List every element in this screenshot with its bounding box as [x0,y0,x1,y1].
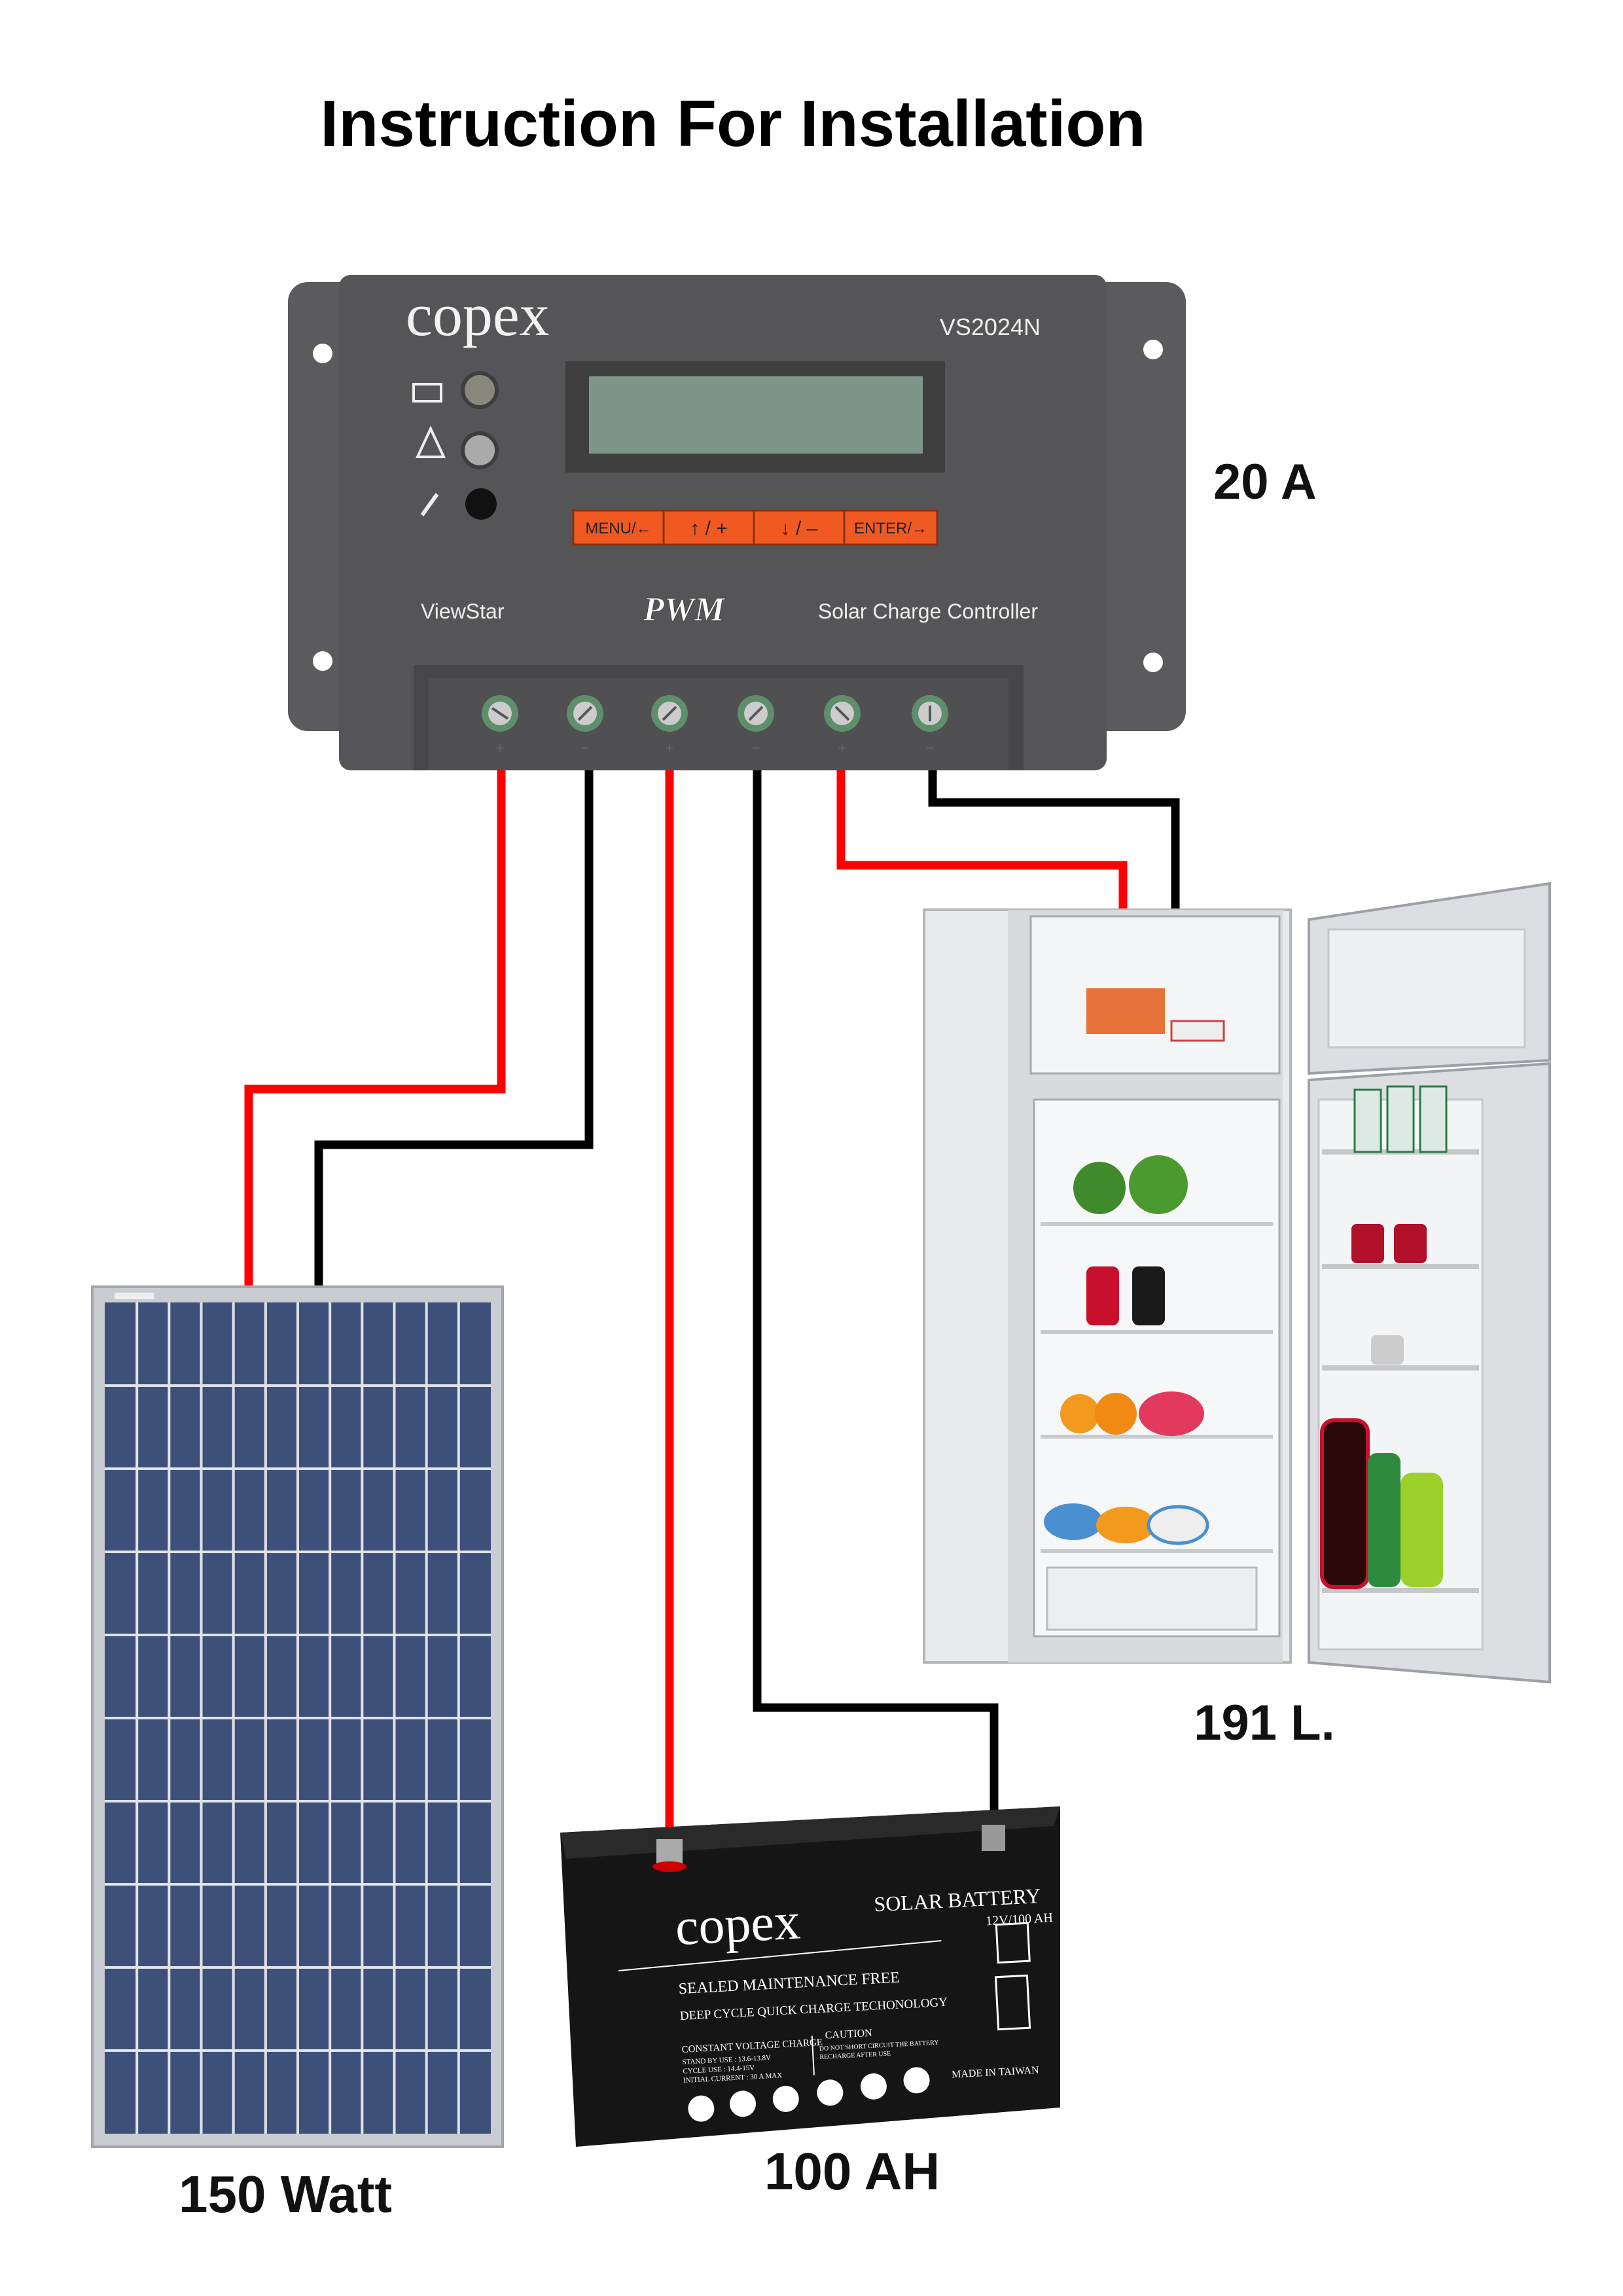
terminal-solar-positive [482,695,518,732]
battery-rating-label: 100 AH [764,2142,940,2200]
recycle-icon [995,1922,1031,1964]
wiring [244,766,1180,1839]
battery: copex SOLAR BATTERY 12V/100 AH SEALED MA… [560,1806,1060,2147]
water-bottle [1353,1088,1382,1153]
crisper-drawer [1046,1566,1258,1631]
terminal-mark: − [581,740,590,756]
dragon-fruit [1139,1391,1204,1436]
temperature-sensor-port [465,488,497,520]
fault-led [461,431,499,469]
refrigerator [923,882,1551,1684]
charge-controller: copex VS2024N MENU/← ↑ / + ↓ / – ENTER/→… [288,275,1186,770]
battery-charge-line: CYCLE USE : 14.4-15V [683,2064,755,2075]
solar-panel [91,1285,504,2148]
panel-negative-wire [314,766,594,1286]
battery-negative-terminal [982,1825,1005,1851]
cola-can [1132,1266,1165,1325]
terminal-battery-negative [738,695,774,732]
terminals [482,695,948,732]
down-minus-button[interactable] [753,509,846,546]
page-title: Instruction For Installation [320,87,1145,160]
battery-brand-logo: copex [674,1892,802,1956]
menu-button-label: MENU/← [585,520,651,537]
orange [1060,1394,1099,1433]
mount-hole [313,651,332,671]
solar-panel-icon [412,383,442,403]
cola-can [1351,1224,1384,1263]
water-bottle [1419,1085,1448,1153]
cola-can [1394,1224,1427,1263]
eye-protection-icon [730,2090,757,2117]
broccoli [1073,1162,1126,1214]
caution-icon [817,2079,844,2106]
terminal-mark: − [752,740,760,756]
panel-rating-label: 150 Watt [179,2165,392,2223]
electric-hazard-icon [903,2067,930,2094]
can [1371,1335,1404,1365]
controller-model: VS2024N [940,314,1041,340]
mount-hole [313,344,332,363]
bottle [1147,1505,1209,1545]
enter-button[interactable] [843,509,938,546]
panel-label-sticker [115,1293,154,1299]
soda-bottle [1368,1453,1400,1587]
cola-can [1086,1266,1119,1325]
cell-grid [105,1302,491,2134]
no-children-icon [688,2095,715,2122]
pwm-logo: PWM [643,591,726,628]
bottle [1044,1503,1103,1540]
load-negative-wire [928,766,1180,916]
down-minus-button-label: ↓ / – [781,518,818,539]
bottle [1096,1507,1155,1543]
terminal-mark: + [666,740,674,756]
warning-icon [415,425,446,458]
menu-button[interactable] [572,509,665,546]
terminal-load-positive [824,695,861,732]
temperature-sensor-icon [420,493,439,516]
broccoli [1129,1155,1188,1214]
read-manual-icon [860,2073,887,2100]
terminal-mark: − [926,740,935,756]
orange [1095,1393,1137,1435]
water-bottle [1386,1085,1415,1153]
battery-origin: MADE IN TAIWAN [952,2065,1040,2081]
terminal-mark: + [496,740,505,756]
controller-brand-logo: copex [406,281,550,348]
controller-rating-label: 20 A [1213,454,1317,510]
mount-hole [1143,340,1163,359]
controller-series: ViewStar [421,600,505,623]
no-fire-icon [772,2085,799,2112]
soda-bottle [1400,1473,1443,1587]
terminal-solar-negative [567,695,603,732]
controller-subtitle: Solar Charge Controller [818,600,1039,623]
controller-buttons: MENU/← ↑ / + ↓ / – ENTER/→ [572,509,938,546]
load-positive-wire [836,766,1128,916]
battery-negative-wire [753,766,999,1826]
lcd-screen [589,376,923,454]
safety-icons [688,2067,930,2122]
charge-led [461,371,499,409]
cola-bottle [1320,1418,1370,1589]
freezer-food [1086,988,1165,1034]
terminal-battery-positive [651,695,688,732]
up-plus-button-label: ↑ / + [690,518,728,539]
battery-caution-title: CAUTION [825,2028,872,2041]
terminal-load-negative [912,695,948,732]
disposal-icon [994,1974,1031,2031]
fridge-rating-label: 191 L. [1194,1695,1334,1751]
enter-button-label: ENTER/→ [854,520,927,537]
battery-positive-terminal [656,1839,683,1865]
up-plus-button[interactable] [662,509,755,546]
terminal-mark: + [838,740,847,756]
panel-positive-wire [244,766,506,1286]
mount-hole [1143,653,1163,672]
